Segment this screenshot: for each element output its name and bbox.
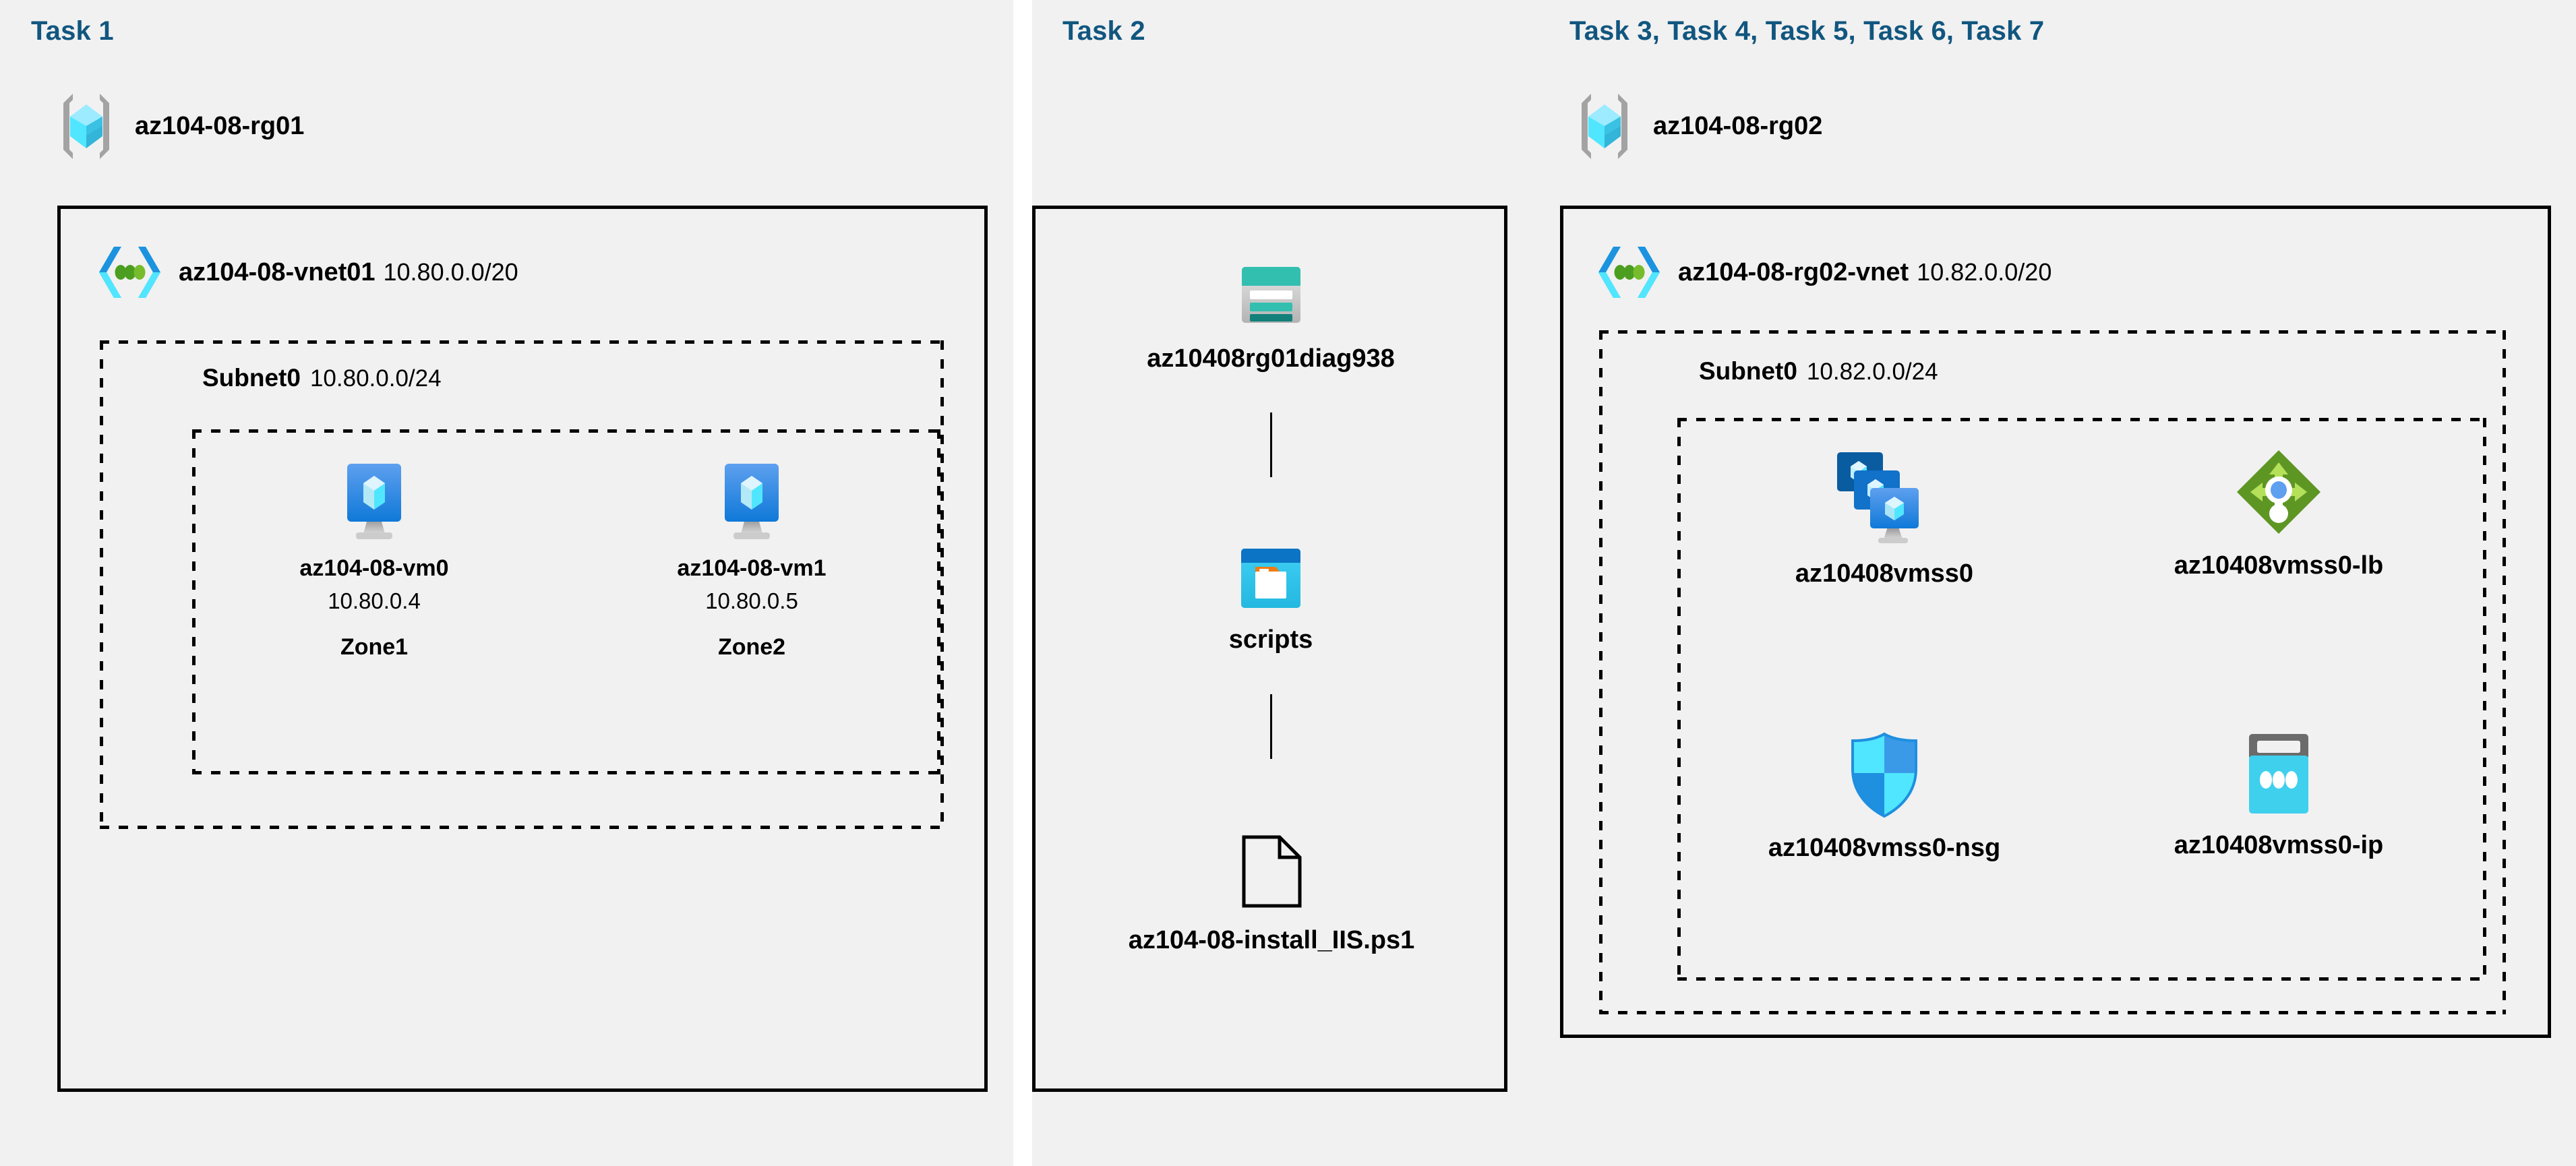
virtual-machine-icon xyxy=(331,457,417,543)
vnet01-header: az104-08-vnet01 10.80.0.0/20 xyxy=(94,243,518,302)
vm0-zone: Zone1 xyxy=(340,634,409,660)
resource-group-rg01: az104-08-rg01 xyxy=(53,91,304,162)
blob-container-name: scripts xyxy=(1228,625,1313,654)
task1-title: Task 1 xyxy=(31,16,114,46)
virtual-network-icon xyxy=(1594,243,1665,302)
vm-scale-set-icon xyxy=(1834,449,1935,543)
file-az104-08-install-iis-ps1[interactable]: az104-08-install_IIS.ps1 xyxy=(1049,834,1494,955)
network-security-group-icon xyxy=(1847,731,1921,819)
virtual-network-icon xyxy=(94,243,165,302)
vm0-name: az104-08-vm0 xyxy=(299,555,449,581)
storage-account-name: az10408rg01diag938 xyxy=(1147,344,1395,373)
subnet0-left-cidr: 10.80.0.0/24 xyxy=(309,365,442,392)
vnet01-cidr: 10.80.0.0/20 xyxy=(383,257,518,286)
virtual-machine-icon xyxy=(709,457,795,543)
vm-az104-08-vm1[interactable]: az104-08-vm1 10.80.0.5 Zone2 xyxy=(674,457,829,661)
nsg-name: az10408vmss0-nsg xyxy=(1768,834,2001,862)
connector-storage-to-container xyxy=(1270,412,1272,477)
vm0-ip: 10.80.0.4 xyxy=(328,588,421,613)
blob-container-icon xyxy=(1240,547,1302,609)
nsg-az10408vmss0-nsg[interactable]: az10408vmss0-nsg xyxy=(1743,731,2026,863)
file-name: az104-08-install_IIS.ps1 xyxy=(1128,926,1415,954)
task3-7-title: Task 3, Task 4, Task 5, Task 6, Task 7 xyxy=(1569,16,2045,46)
resource-group-rg02: az104-08-rg02 xyxy=(1571,91,1822,162)
subnet0-right-cidr: 10.82.0.0/24 xyxy=(1806,359,1938,385)
subnet0-right-inner-boundary xyxy=(1677,418,2486,981)
vm1-zone: Zone2 xyxy=(717,634,786,660)
public-ip-az10408vmss0-ip[interactable]: az10408vmss0-ip xyxy=(2130,731,2427,860)
storage-account-icon xyxy=(1239,263,1303,327)
subnet0-right-name: Subnet0 xyxy=(1699,357,1797,385)
resource-group-icon xyxy=(1571,91,1638,162)
public-ip-address-icon xyxy=(2244,731,2314,816)
resource-group-icon xyxy=(53,91,120,162)
load-balancer-icon xyxy=(2234,448,2323,536)
file-icon xyxy=(1240,834,1303,909)
vnet01-boundary xyxy=(57,206,988,1092)
vnet01-name: az104-08-vnet01 xyxy=(179,257,376,286)
resource-group-rg01-label: az104-08-rg01 xyxy=(135,112,305,140)
availability-zones-boundary xyxy=(192,429,940,774)
public-ip-name: az10408vmss0-ip xyxy=(2174,831,2384,859)
task2-title: Task 2 xyxy=(1062,16,1145,46)
vm1-ip: 10.80.0.5 xyxy=(705,588,798,613)
vm-az104-08-vm0[interactable]: az104-08-vm0 10.80.0.4 Zone1 xyxy=(297,457,452,661)
vmss-name: az10408vmss0 xyxy=(1795,559,1974,588)
vm1-name: az104-08-vm1 xyxy=(677,555,827,581)
subnet0-left-header: Subnet0 10.80.0.0/24 xyxy=(202,364,442,392)
vnet-rg02-boundary xyxy=(1560,206,2551,1038)
task2-boundary xyxy=(1032,206,1507,1092)
load-balancer-az10408vmss0-lb[interactable]: az10408vmss0-lb xyxy=(2130,448,2427,580)
subnet0-left-name: Subnet0 xyxy=(202,364,301,392)
vnet-rg02-header: az104-08-rg02-vnet 10.82.0.0/20 xyxy=(1594,243,2051,302)
blob-container-scripts[interactable]: scripts xyxy=(1160,547,1382,654)
vnet-rg02-name: az104-08-rg02-vnet xyxy=(1678,257,1909,286)
connector-container-to-file xyxy=(1270,694,1272,759)
storage-account-az10408rg01diag938[interactable]: az10408rg01diag938 xyxy=(1079,263,1463,373)
vmss-az10408vmss0[interactable]: az10408vmss0 xyxy=(1743,449,2026,588)
resource-group-rg02-label: az104-08-rg02 xyxy=(1653,112,1823,140)
vnet-rg02-cidr: 10.82.0.0/20 xyxy=(1917,257,2052,286)
subnet0-right-header: Subnet0 10.82.0.0/24 xyxy=(1699,357,1938,386)
load-balancer-name: az10408vmss0-lb xyxy=(2174,551,2384,580)
